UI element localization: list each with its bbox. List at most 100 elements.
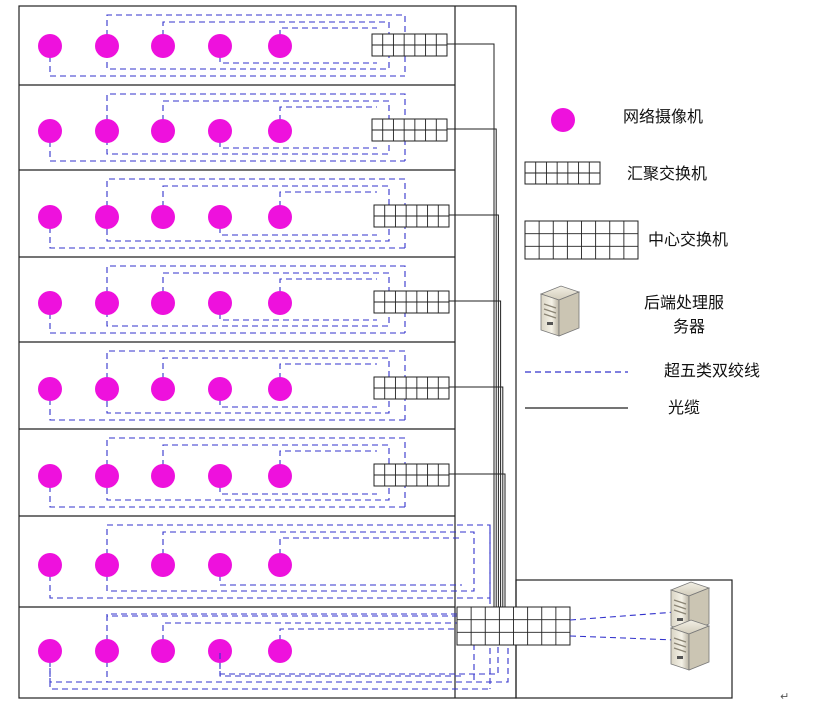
utp-run	[279, 191, 377, 217]
network-camera	[95, 377, 119, 401]
network-camera	[268, 553, 292, 577]
legend-core-switch-label: 中心交换机	[648, 230, 729, 249]
network-camera	[268, 119, 292, 143]
utp-run	[279, 106, 377, 131]
utp-run	[219, 46, 377, 64]
utp-run	[219, 131, 377, 149]
utp-run	[279, 628, 462, 651]
network-camera	[151, 464, 175, 488]
floor-7	[19, 524, 491, 608]
utp-run	[279, 537, 462, 565]
network-camera	[268, 464, 292, 488]
server-link	[569, 611, 677, 621]
aggregation-switch	[373, 376, 450, 400]
network-camera	[208, 553, 232, 577]
legend-server-label-line2: 务器	[673, 317, 706, 336]
utp-run	[219, 389, 377, 408]
fiber-run	[449, 214, 499, 610]
utp-run	[106, 444, 390, 501]
legend-camera-label: 网络摄像机	[623, 107, 704, 126]
network-camera	[151, 553, 175, 577]
network-camera	[38, 553, 62, 577]
utp-run	[106, 622, 475, 683]
aggregation-switch	[373, 290, 450, 314]
utp-run	[106, 265, 406, 333]
core-switch	[456, 606, 571, 646]
fiber-run	[447, 43, 495, 610]
paragraph-mark: ↵	[780, 690, 790, 703]
network-camera	[95, 119, 119, 143]
aggregation-switch	[371, 33, 448, 57]
legend-server-icon	[539, 285, 581, 337]
floor-2	[19, 93, 455, 171]
fiber-run	[449, 473, 506, 610]
utp-run	[106, 185, 390, 242]
network-camera	[268, 291, 292, 315]
network-camera	[151, 119, 175, 143]
utp-run	[219, 476, 377, 495]
floor-3	[19, 178, 455, 258]
utp-run	[219, 217, 377, 236]
network-camera	[95, 464, 119, 488]
floor-4	[19, 265, 455, 343]
legend	[524, 108, 639, 409]
network-camera	[208, 119, 232, 143]
floor-5	[19, 350, 455, 430]
utp-run	[49, 651, 490, 690]
utp-run	[106, 93, 406, 161]
network-camera	[208, 34, 232, 58]
network-camera	[151, 639, 175, 663]
network-camera	[151, 34, 175, 58]
network-camera	[38, 377, 62, 401]
utp-run	[219, 651, 462, 677]
network-camera	[95, 639, 119, 663]
legend-camera-icon	[551, 108, 575, 132]
network-camera	[38, 34, 62, 58]
network-camera	[208, 291, 232, 315]
network-camera	[268, 205, 292, 229]
network-camera	[95, 34, 119, 58]
legend-aggregation-switch-icon	[524, 161, 601, 185]
fiber-run	[449, 386, 504, 610]
utp-run	[106, 21, 390, 70]
utp-run	[106, 14, 406, 76]
network-camera	[208, 377, 232, 401]
network-camera	[151, 377, 175, 401]
network-camera	[151, 291, 175, 315]
backend-server	[669, 581, 711, 633]
utp-run	[279, 450, 377, 476]
utp-run	[106, 613, 499, 675]
network-camera	[95, 553, 119, 577]
floor-6	[19, 437, 455, 517]
network-camera	[268, 34, 292, 58]
network-camera	[208, 205, 232, 229]
network-camera	[208, 464, 232, 488]
floor-1	[19, 14, 455, 86]
server-link	[569, 635, 677, 641]
network-camera	[38, 464, 62, 488]
aggregation-switch	[373, 204, 450, 228]
legend-utp-label: 超五类双绞线	[664, 361, 761, 380]
utp-run	[279, 363, 377, 389]
network-camera	[151, 205, 175, 229]
legend-fiber-label: 光缆	[668, 398, 701, 417]
network-camera	[95, 205, 119, 229]
floor-8	[38, 615, 491, 690]
utp-run	[106, 531, 475, 592]
floors-group	[19, 14, 491, 690]
network-camera	[268, 377, 292, 401]
backend-server	[669, 619, 711, 671]
aggregation-switch	[373, 463, 450, 487]
network-camera	[38, 639, 62, 663]
legend-aggregation-switch-label: 汇聚交换机	[627, 164, 708, 183]
legend-core-switch-icon	[524, 220, 639, 260]
utp-run	[279, 27, 377, 46]
network-camera	[268, 639, 292, 663]
utp-run	[106, 100, 390, 155]
utp-run	[106, 357, 390, 414]
utp-run	[106, 524, 491, 598]
network-camera	[38, 119, 62, 143]
network-camera	[95, 291, 119, 315]
utp-run	[106, 615, 491, 689]
